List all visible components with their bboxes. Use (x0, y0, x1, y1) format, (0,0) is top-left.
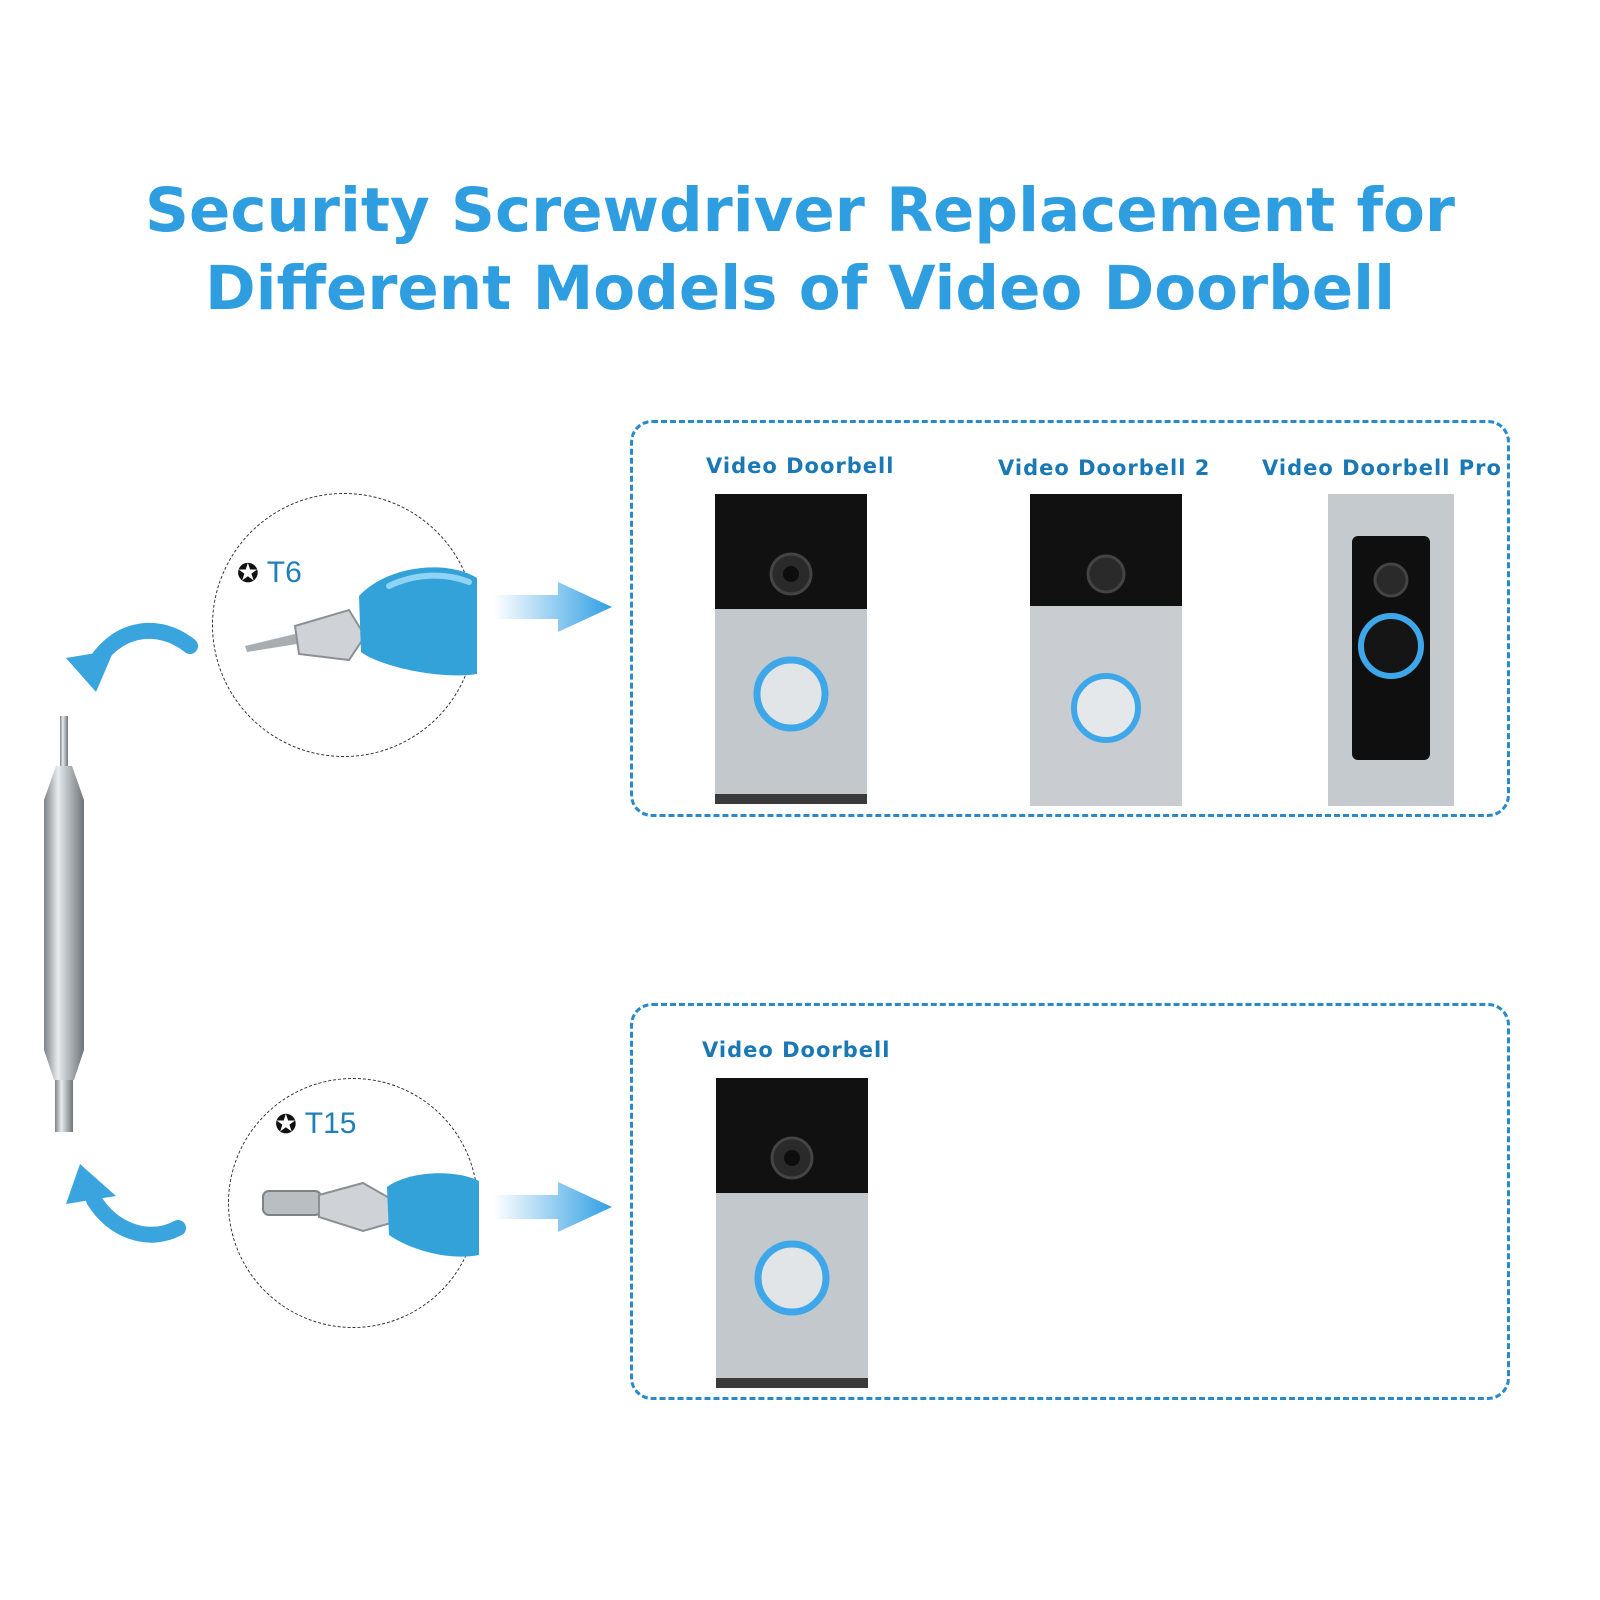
bit-label-t15: ✪ T15 (275, 1107, 357, 1141)
compatible-models-panel-t15 (630, 1003, 1510, 1400)
t6-zoom-circle: ✪ T6 (212, 493, 477, 757)
arrow-right-icon (494, 582, 612, 632)
t15-screwdriver-tip (262, 1173, 479, 1257)
t15-zoom-circle: ✪ T15 (228, 1078, 479, 1328)
curved-arrow-icon (66, 622, 198, 692)
arrow-right-icon (494, 1182, 612, 1232)
model-label-video-doorbell: Video Doorbell (702, 1038, 891, 1062)
title-line-1: Security Screwdriver Replacement for (145, 175, 1455, 246)
video-doorbell-image (716, 1078, 868, 1388)
t6-screwdriver-tip (245, 567, 477, 676)
model-label-video-doorbell: Video Doorbell (706, 454, 895, 478)
bit-label-t6: ✪ T6 (237, 556, 302, 590)
model-label-video-doorbell-2: Video Doorbell 2 (998, 456, 1211, 480)
video-doorbell-image (715, 494, 867, 804)
video-doorbell-pro-image (1328, 494, 1454, 806)
torx-star-icon: ✪ (237, 558, 259, 588)
title-line-2: Different Models of Video Doorbell (204, 253, 1395, 324)
bit-size-label: T15 (304, 1107, 357, 1140)
double-ended-bit (44, 716, 84, 1132)
video-doorbell-2-image (1030, 494, 1182, 806)
curved-arrow-icon (66, 1164, 186, 1243)
compatible-models-panel-t6 (630, 420, 1510, 817)
page-title: Security Screwdriver Replacement for Dif… (0, 172, 1600, 328)
bit-size-label: T6 (266, 556, 302, 589)
torx-star-icon: ✪ (275, 1109, 297, 1139)
model-label-video-doorbell-pro: Video Doorbell Pro (1262, 456, 1502, 480)
